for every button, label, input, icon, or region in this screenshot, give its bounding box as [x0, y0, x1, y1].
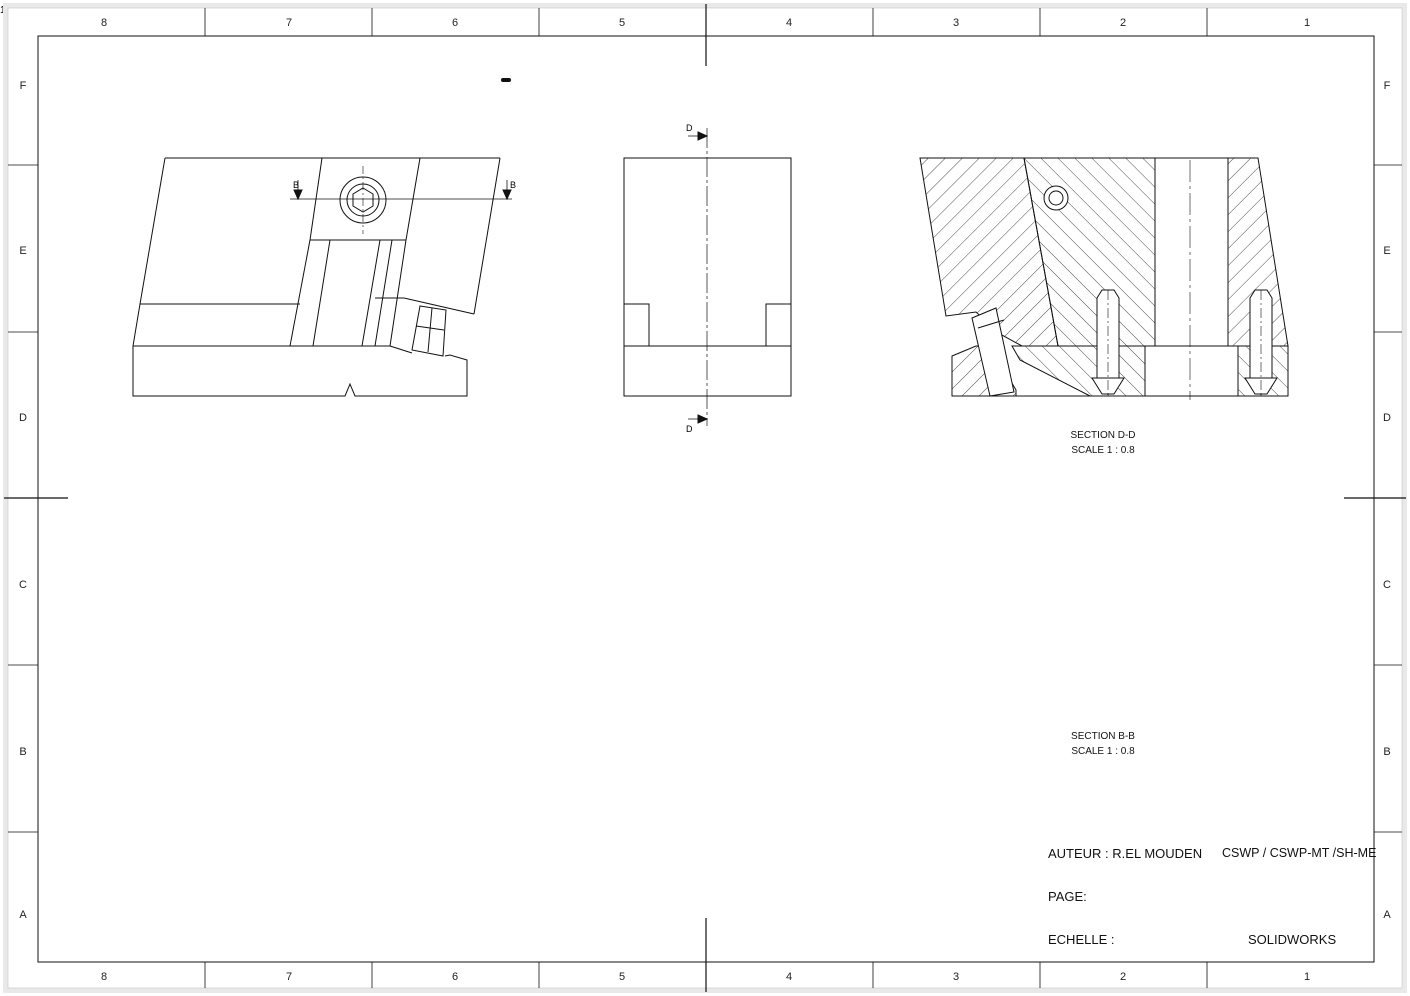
zone-col-8-bottom: 8 — [100, 971, 108, 983]
zone-col-6-bottom: 6 — [451, 971, 459, 983]
front-view — [132, 157, 512, 397]
section-dd-caption: SECTION D-D SCALE 1 : 0.8 — [1033, 428, 1173, 458]
zone-row-e-right: E — [1383, 245, 1391, 257]
zone-row-a-right: A — [1383, 909, 1391, 921]
zone-col-7-top: 7 — [285, 17, 293, 29]
zone-col-4-top: 4 — [785, 17, 793, 29]
title-block-scale-label: ECHELLE : — [1048, 932, 1115, 947]
zone-col-3-bottom: 3 — [952, 971, 960, 983]
balloon-label-1: 1 — [0, 5, 6, 16]
zone-row-e-left: E — [19, 245, 27, 257]
zone-row-c-left: C — [19, 579, 27, 591]
section-dd-scale: SCALE 1 : 0.8 — [1071, 445, 1135, 456]
zone-col-7-bottom: 7 — [285, 971, 293, 983]
zone-col-5-bottom: 5 — [618, 971, 626, 983]
zone-col-2-top: 2 — [1119, 17, 1127, 29]
title-block-standard: CSWP / CSWP-MT /SH-ME — [1222, 846, 1377, 860]
small-mark — [501, 78, 511, 82]
title-block-author: AUTEUR : R.EL MOUDEN — [1048, 846, 1203, 861]
cut-label-d-bottom: D — [686, 424, 693, 434]
zone-col-1-bottom: 1 — [1303, 971, 1311, 983]
section-dd-title: SECTION D-D — [1070, 430, 1136, 441]
zone-col-6-top: 6 — [451, 17, 459, 29]
side-view — [623, 128, 792, 426]
zone-row-f-right: F — [1383, 80, 1391, 92]
section-bb-caption: SECTION B-B SCALE 1 : 0.8 — [1033, 729, 1173, 759]
cut-label-d-top: D — [686, 123, 693, 133]
section-dd-view — [919, 157, 1289, 400]
zone-col-3-top: 3 — [952, 17, 960, 29]
zone-col-8-top: 8 — [100, 17, 108, 29]
zone-row-c-right: C — [1383, 579, 1391, 591]
zone-col-2-bottom: 2 — [1119, 971, 1127, 983]
zone-row-f-left: F — [19, 80, 27, 92]
title-block-page-label: PAGE: — [1048, 889, 1087, 904]
zone-row-b-right: B — [1383, 746, 1391, 758]
zone-row-b-left: B — [19, 746, 27, 758]
cut-label-b-right: B — [510, 180, 516, 190]
zone-col-5-top: 5 — [618, 17, 626, 29]
zone-ticks — [4, 4, 1406, 992]
zone-col-4-bottom: 4 — [785, 971, 793, 983]
cut-label-b-left: B — [293, 180, 299, 190]
zone-row-d-right: D — [1383, 412, 1391, 424]
section-bb-scale: SCALE 1 : 0.8 — [1071, 746, 1135, 757]
zone-row-a-left: A — [19, 909, 27, 921]
title-block-software: SOLIDWORKS — [1248, 932, 1337, 947]
sheet-paper — [7, 7, 1403, 989]
section-bb-title: SECTION B-B — [1071, 731, 1135, 742]
zone-col-1-top: 1 — [1303, 17, 1311, 29]
zone-row-d-left: D — [19, 412, 27, 424]
